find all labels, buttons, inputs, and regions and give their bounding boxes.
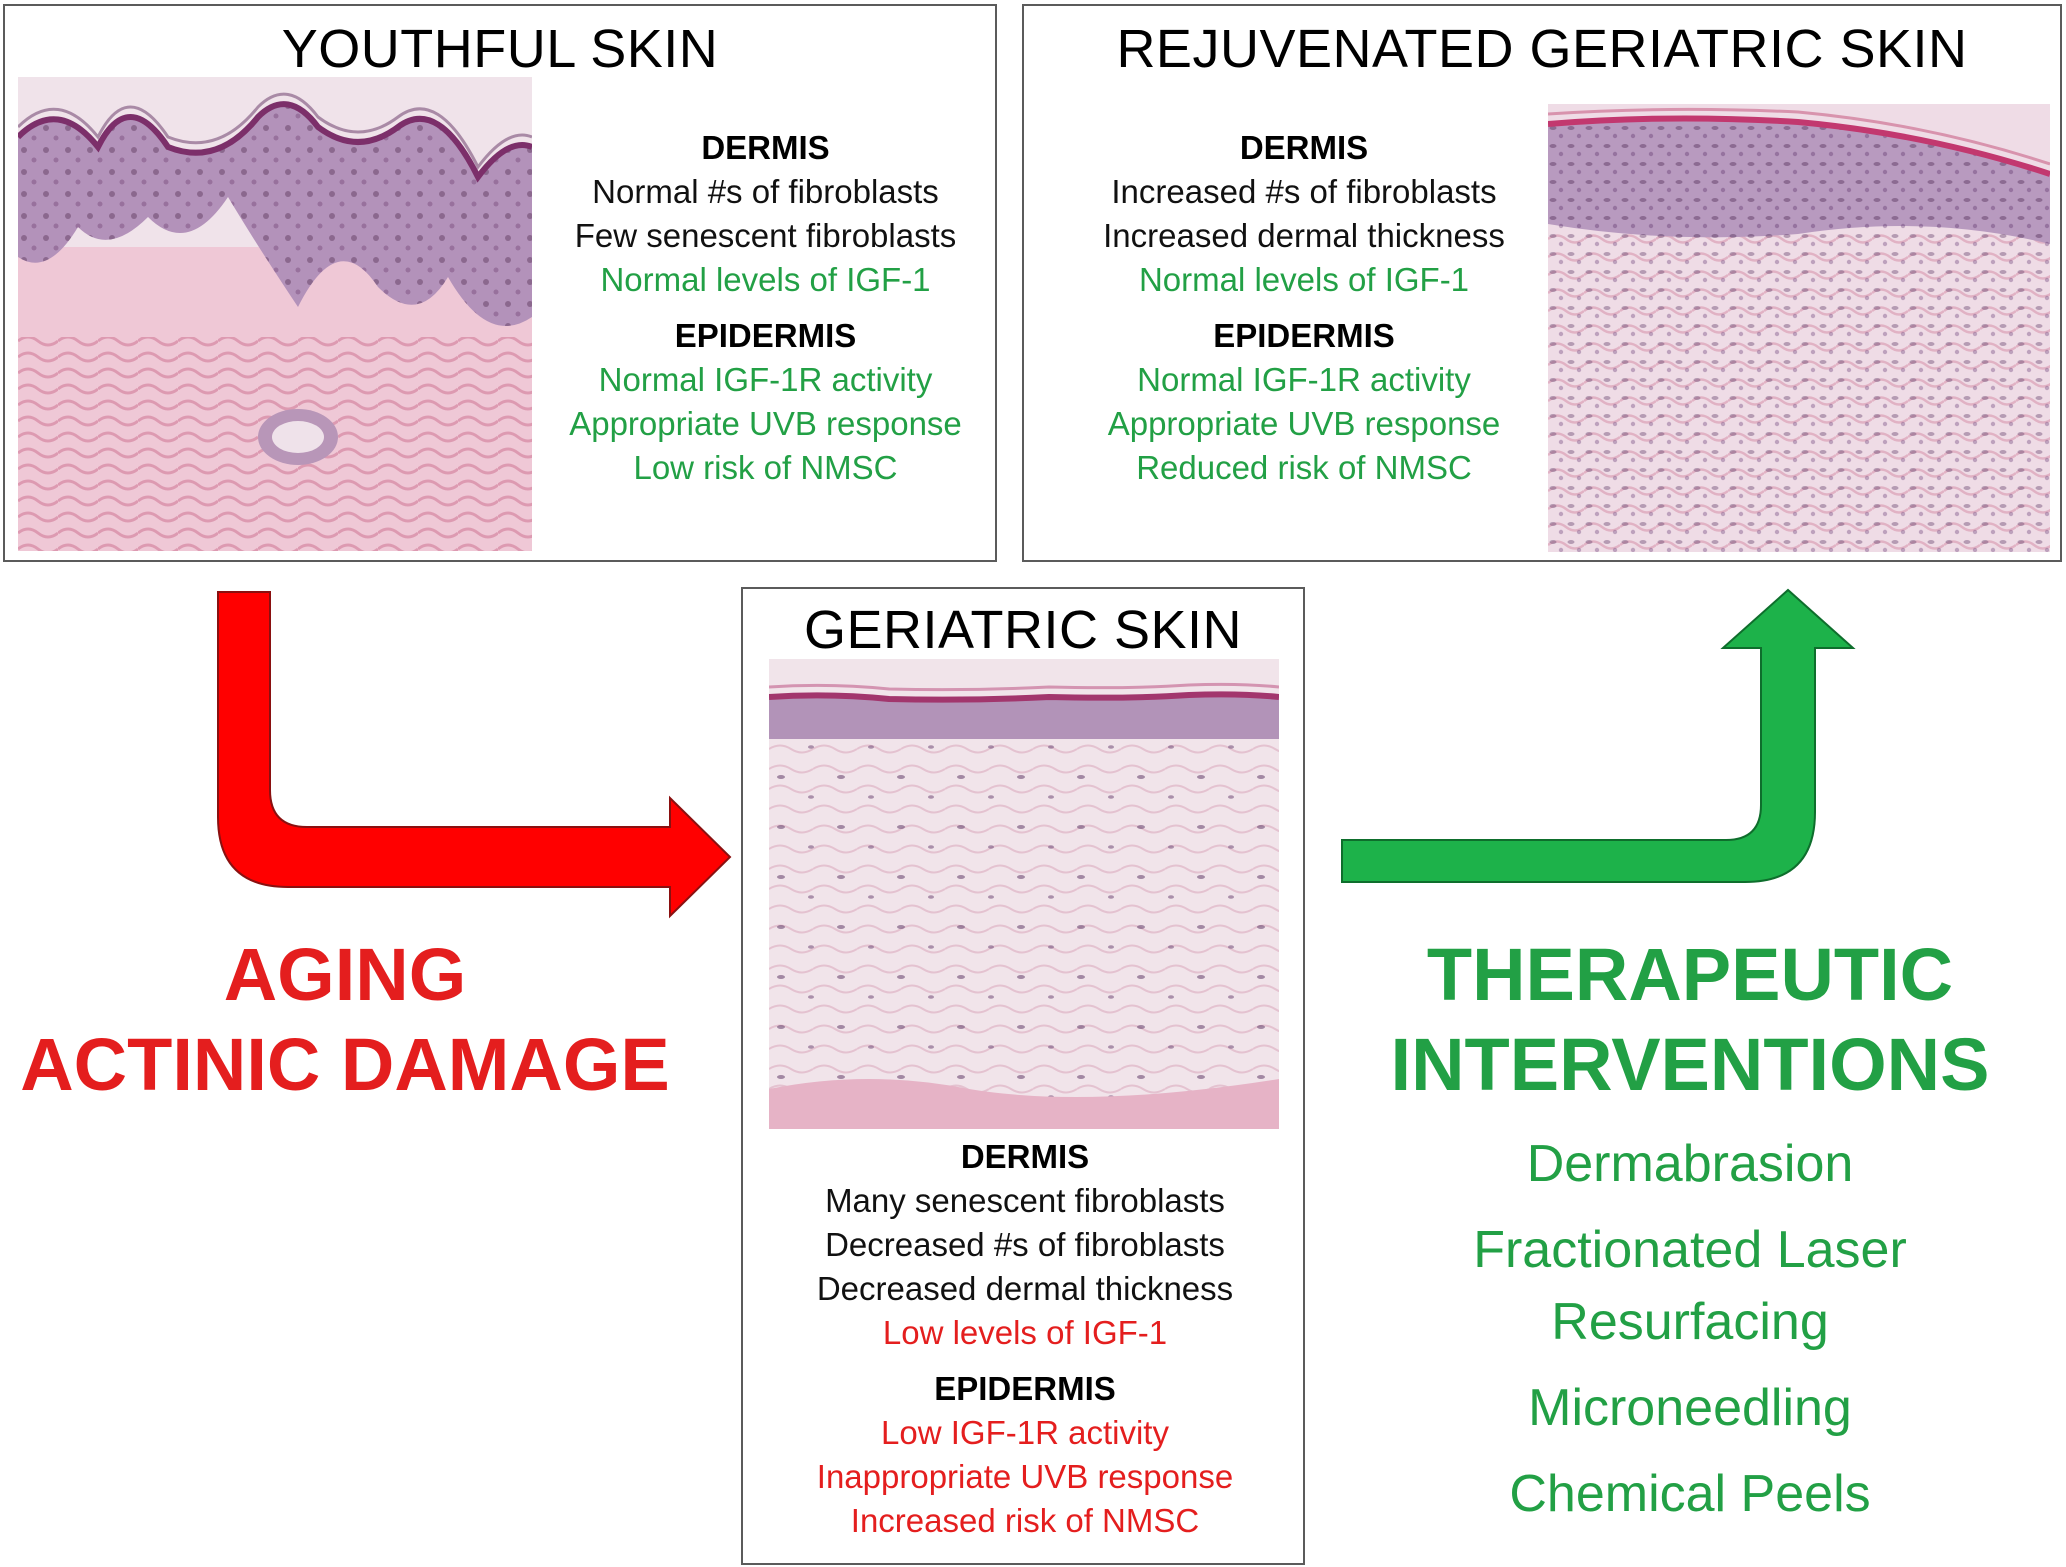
youthful-skin-panel: YOUTHFUL SKIN: [3, 4, 997, 562]
youthful-epidermis-item: Low risk of NMSC: [633, 449, 898, 486]
rejuvenated-epidermis-header: EPIDERMIS: [1213, 317, 1395, 354]
therapy-list: Dermabrasion Fractionated Laser Resurfac…: [1330, 1128, 2050, 1544]
therapy-item-dermabrasion: Dermabrasion: [1526, 1135, 1854, 1193]
rejuvenated-dermis-item: Increased #s of fibroblasts: [1111, 173, 1497, 210]
therapy-item-fractionated-laser: Fractionated Laser: [1473, 1221, 1907, 1279]
rejuvenated-dermis-header: DERMIS: [1239, 129, 1369, 166]
therapy-label-line1: THERAPEUTIC: [1426, 933, 1954, 1016]
rejuvenated-dermis-item: Normal levels of IGF-1: [1138, 261, 1470, 298]
geriatric-dermis-item: Many senescent fibroblasts: [825, 1182, 1225, 1219]
youthful-dermis-header: DERMIS: [701, 129, 830, 166]
rejuvenated-skin-title: REJUVENATED GERIATRIC SKIN: [1116, 19, 1968, 79]
aging-label: AGING ACTINIC DAMAGE: [0, 930, 690, 1110]
rejuvenated-epidermis-item: Appropriate UVB response: [1107, 405, 1501, 442]
geriatric-dermis-item: Decreased dermal thickness: [816, 1270, 1234, 1307]
geriatric-skin-findings: DERMIS Many senescent fibroblasts Decrea…: [743, 1135, 1307, 1543]
rejuvenated-epidermis-item: Reduced risk of NMSC: [1136, 449, 1472, 486]
youthful-dermis-item: Few senescent fibroblasts: [574, 217, 957, 254]
youthful-dermis-item: Normal levels of IGF-1: [600, 261, 931, 298]
rejuvenated-dermis-item: Increased dermal thickness: [1103, 217, 1505, 254]
geriatric-epidermis-item: Inappropriate UVB response: [816, 1458, 1234, 1495]
rejuvenated-skin-findings: DERMIS Increased #s of fibroblasts Incre…: [1044, 126, 1564, 490]
youthful-skin-findings: DERMIS Normal #s of fibroblasts Few sene…: [532, 126, 999, 490]
therapy-label-line2: INTERVENTIONS: [1390, 1023, 1990, 1106]
geriatric-epidermis-item: Increased risk of NMSC: [850, 1502, 1200, 1539]
rejuvenated-skin-micrograph: [1548, 104, 2050, 552]
therapy-item-chemical-peels: Chemical Peels: [1509, 1465, 1871, 1523]
geriatric-skin-title: GERIATRIC SKIN: [803, 600, 1243, 660]
aging-label-line2: ACTINIC DAMAGE: [20, 1023, 670, 1106]
geriatric-dermis-header: DERMIS: [960, 1138, 1090, 1175]
green-elbow-arrow-icon: [1341, 588, 1856, 883]
geriatric-skin-panel: GERIATRIC SKIN: [741, 587, 1305, 1565]
therapy-item-microneedling: Microneedling: [1528, 1379, 1852, 1437]
youthful-skin-micrograph: [18, 77, 532, 551]
rejuvenated-epidermis-item: Normal IGF-1R activity: [1137, 361, 1471, 398]
geriatric-dermis-item: Low levels of IGF-1: [882, 1314, 1168, 1351]
aging-label-line1: AGING: [223, 933, 467, 1016]
geriatric-skin-micrograph: [769, 659, 1279, 1129]
geriatric-epidermis-item: Low IGF-1R activity: [881, 1414, 1169, 1451]
youthful-epidermis-header: EPIDERMIS: [674, 317, 857, 354]
therapy-label: THERAPEUTIC INTERVENTIONS: [1330, 930, 2050, 1110]
red-elbow-arrow-icon: [217, 591, 732, 919]
youthful-epidermis-item: Appropriate UVB response: [569, 405, 962, 442]
rejuvenated-skin-panel: REJUVENATED GERIATRIC SKIN DERMIS Increa…: [1022, 4, 2062, 562]
youthful-skin-title: YOUTHFUL SKIN: [281, 19, 719, 79]
therapy-item-resurfacing: Resurfacing: [1551, 1293, 1829, 1351]
geriatric-epidermis-header: EPIDERMIS: [934, 1370, 1116, 1407]
geriatric-dermis-item: Decreased #s of fibroblasts: [825, 1226, 1225, 1263]
youthful-dermis-item: Normal #s of fibroblasts: [592, 173, 939, 210]
youthful-epidermis-item: Normal IGF-1R activity: [598, 361, 933, 398]
